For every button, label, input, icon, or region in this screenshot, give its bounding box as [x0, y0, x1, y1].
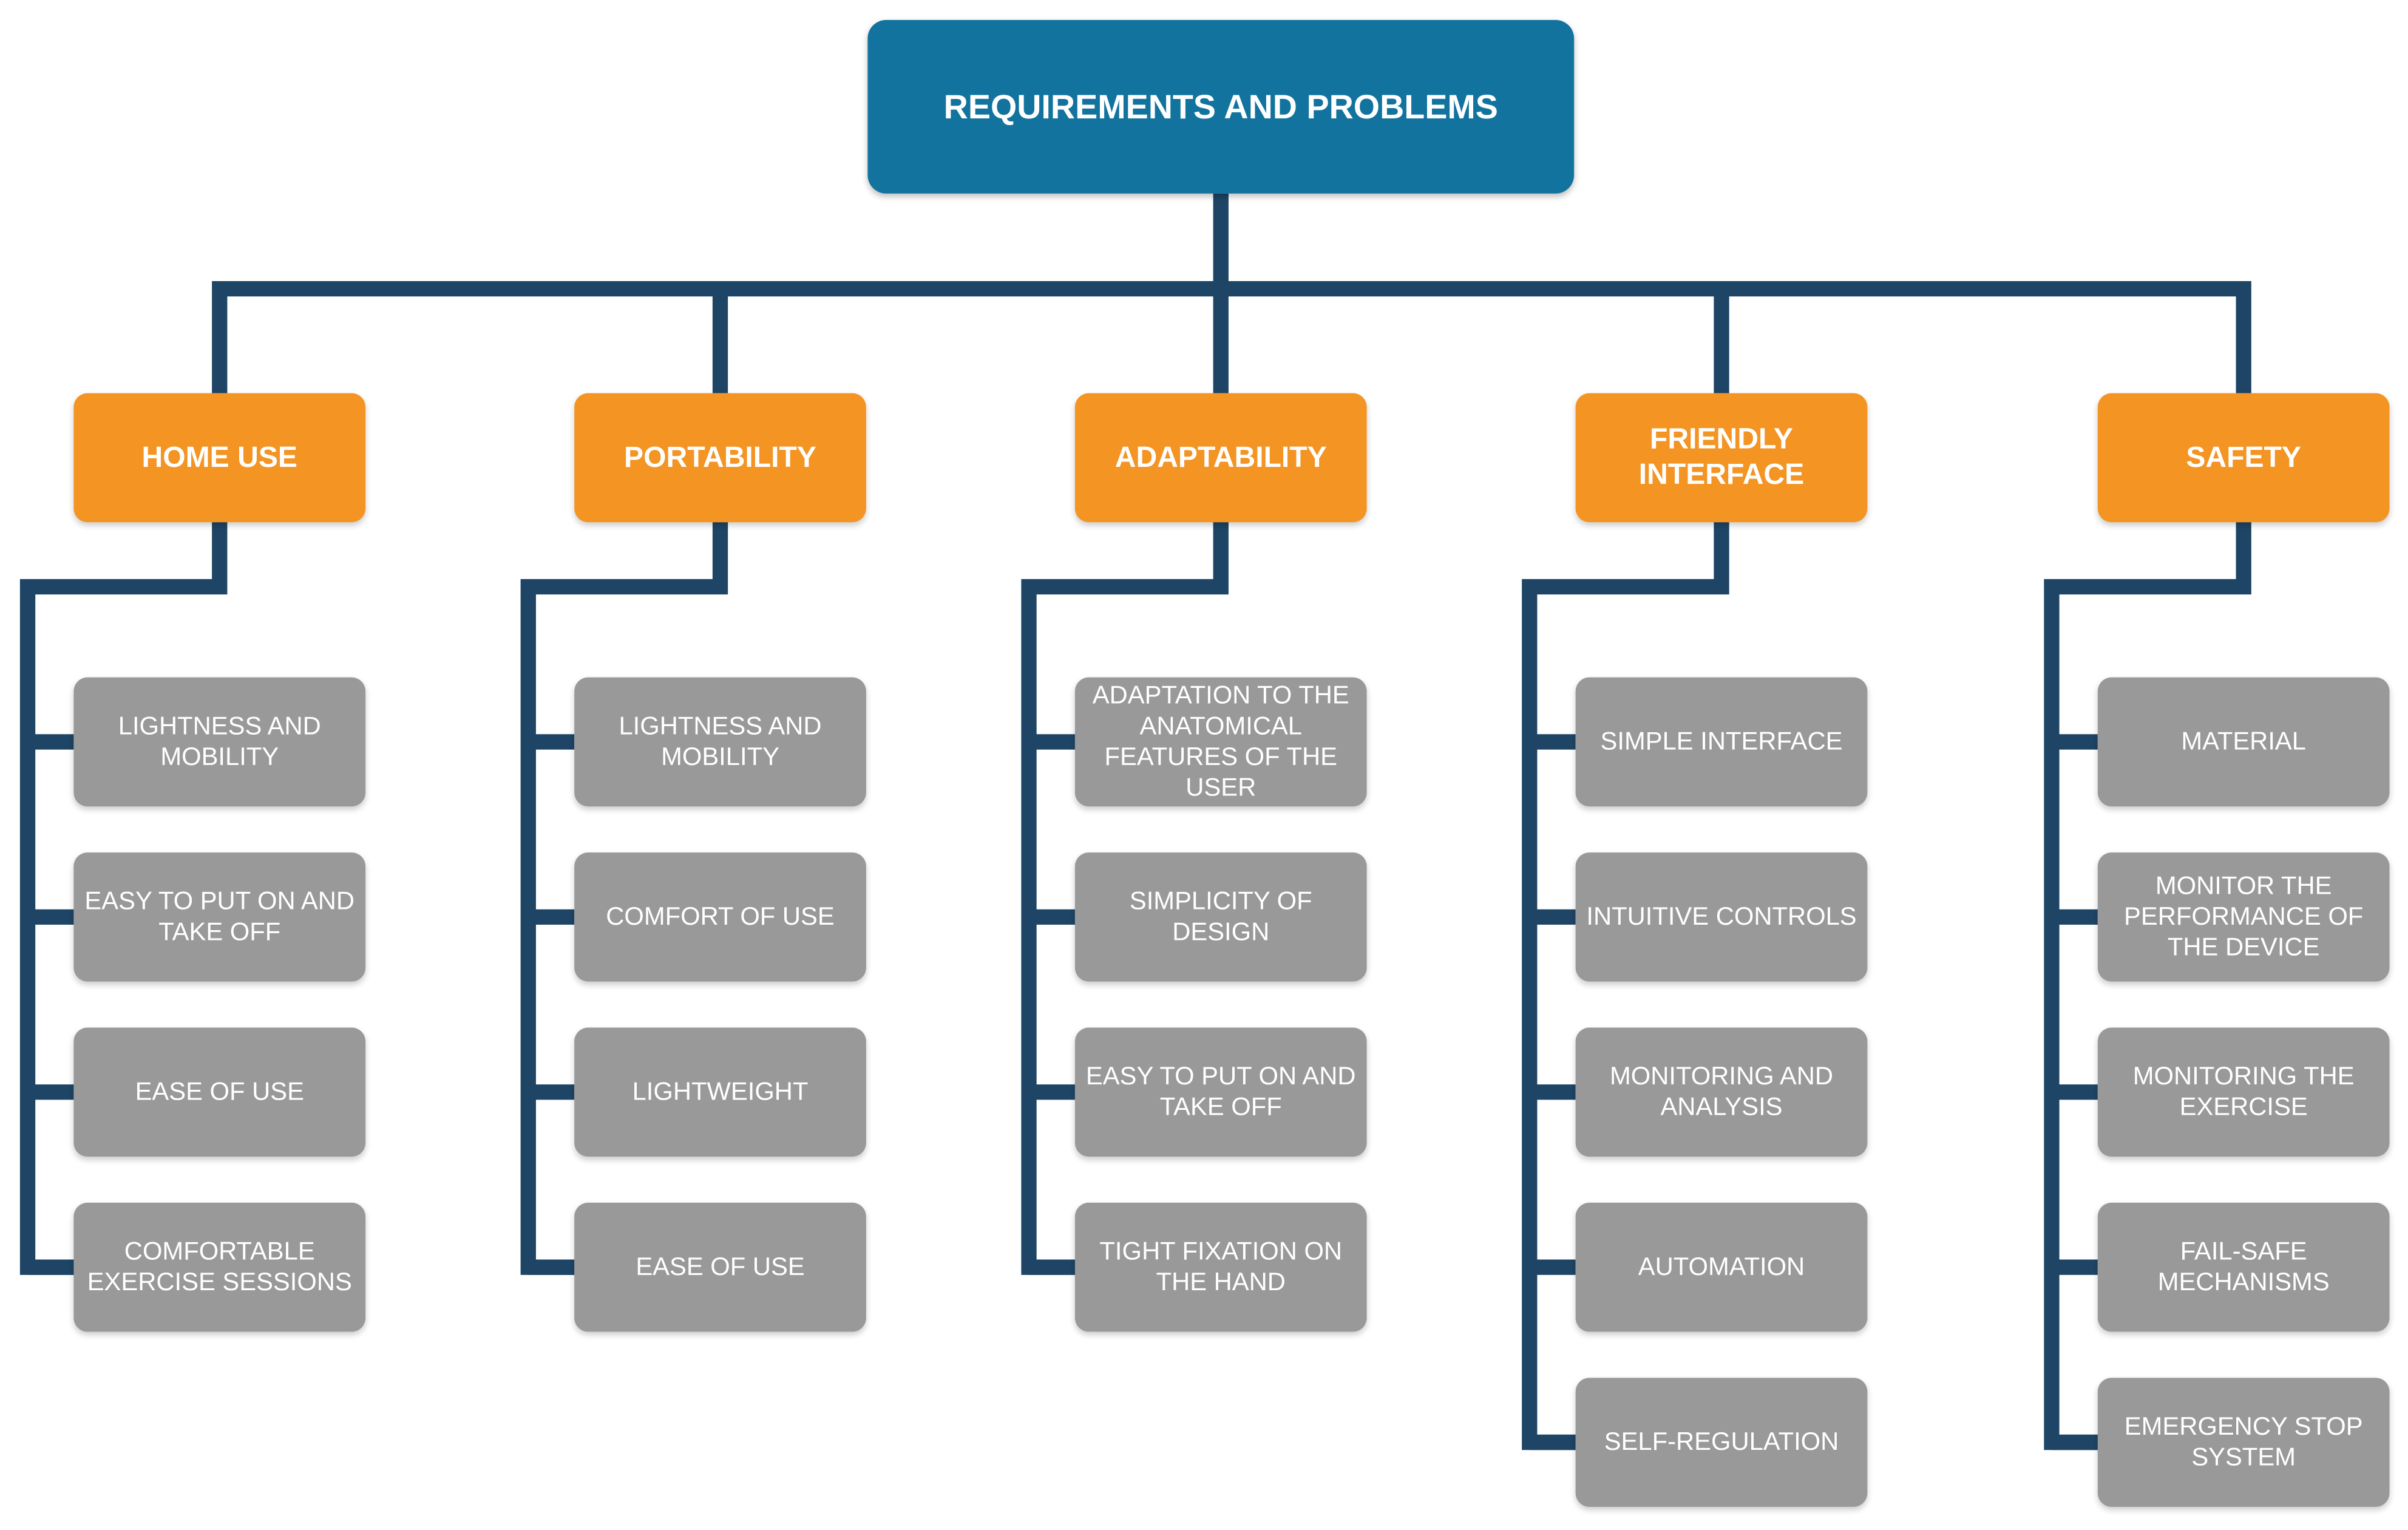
category-adaptability: ADAPTABILITY — [1074, 393, 1367, 523]
item-friendly-interface-3: MONITORING AND ANALYSIS — [1575, 1027, 1868, 1157]
item-portability-1: LIGHTNESS AND MOBILITY — [574, 677, 866, 807]
root-node: REQUIREMENTS AND PROBLEMS — [867, 19, 1575, 194]
item-friendly-interface-5: SELF-REGULATION — [1575, 1378, 1868, 1507]
item-safety-1: MATERIAL — [2097, 677, 2390, 807]
branch-bar-line — [212, 280, 2251, 393]
item-portability-3: LIGHTWEIGHT — [574, 1027, 866, 1157]
item-home-use-2: EASY TO PUT ON AND TAKE OFF — [73, 852, 366, 982]
item-home-use-3: EASE OF USE — [73, 1027, 366, 1157]
item-adaptability-3: EASY TO PUT ON AND TAKE OFF — [1074, 1027, 1367, 1157]
item-adaptability-2: SIMPLICITY OF DESIGN — [1074, 852, 1367, 982]
item-safety-3: MONITORING THE EXERCISE — [2097, 1027, 2390, 1157]
item-home-use-1: LIGHTNESS AND MOBILITY — [73, 677, 366, 807]
item-safety-5: EMERGENCY STOP SYSTEM — [2097, 1378, 2390, 1507]
category-portability: PORTABILITY — [574, 393, 866, 523]
item-adaptability-1: ADAPTATION TO THE ANATOMICAL FEATURES OF… — [1074, 677, 1367, 807]
item-friendly-interface-1: SIMPLE INTERFACE — [1575, 677, 1868, 807]
item-adaptability-4: TIGHT FIXATION ON THE HAND — [1074, 1202, 1367, 1332]
category-home-use: HOME USE — [73, 393, 366, 523]
item-safety-4: FAIL-SAFE MECHANISMS — [2097, 1202, 2390, 1332]
item-friendly-interface-2: INTUITIVE CONTROLS — [1575, 852, 1868, 982]
item-home-use-4: COMFORTABLE EXERCISE SESSIONS — [73, 1202, 366, 1332]
category-safety: SAFETY — [2097, 393, 2390, 523]
item-safety-2: MONITOR THE PERFORMANCE OF THE DEVICE — [2097, 852, 2390, 982]
item-portability-2: COMFORT OF USE — [574, 852, 866, 982]
category-friendly-interface: FRIENDLY INTERFACE — [1575, 393, 1868, 523]
item-portability-4: EASE OF USE — [574, 1202, 866, 1332]
item-friendly-interface-4: AUTOMATION — [1575, 1202, 1868, 1332]
